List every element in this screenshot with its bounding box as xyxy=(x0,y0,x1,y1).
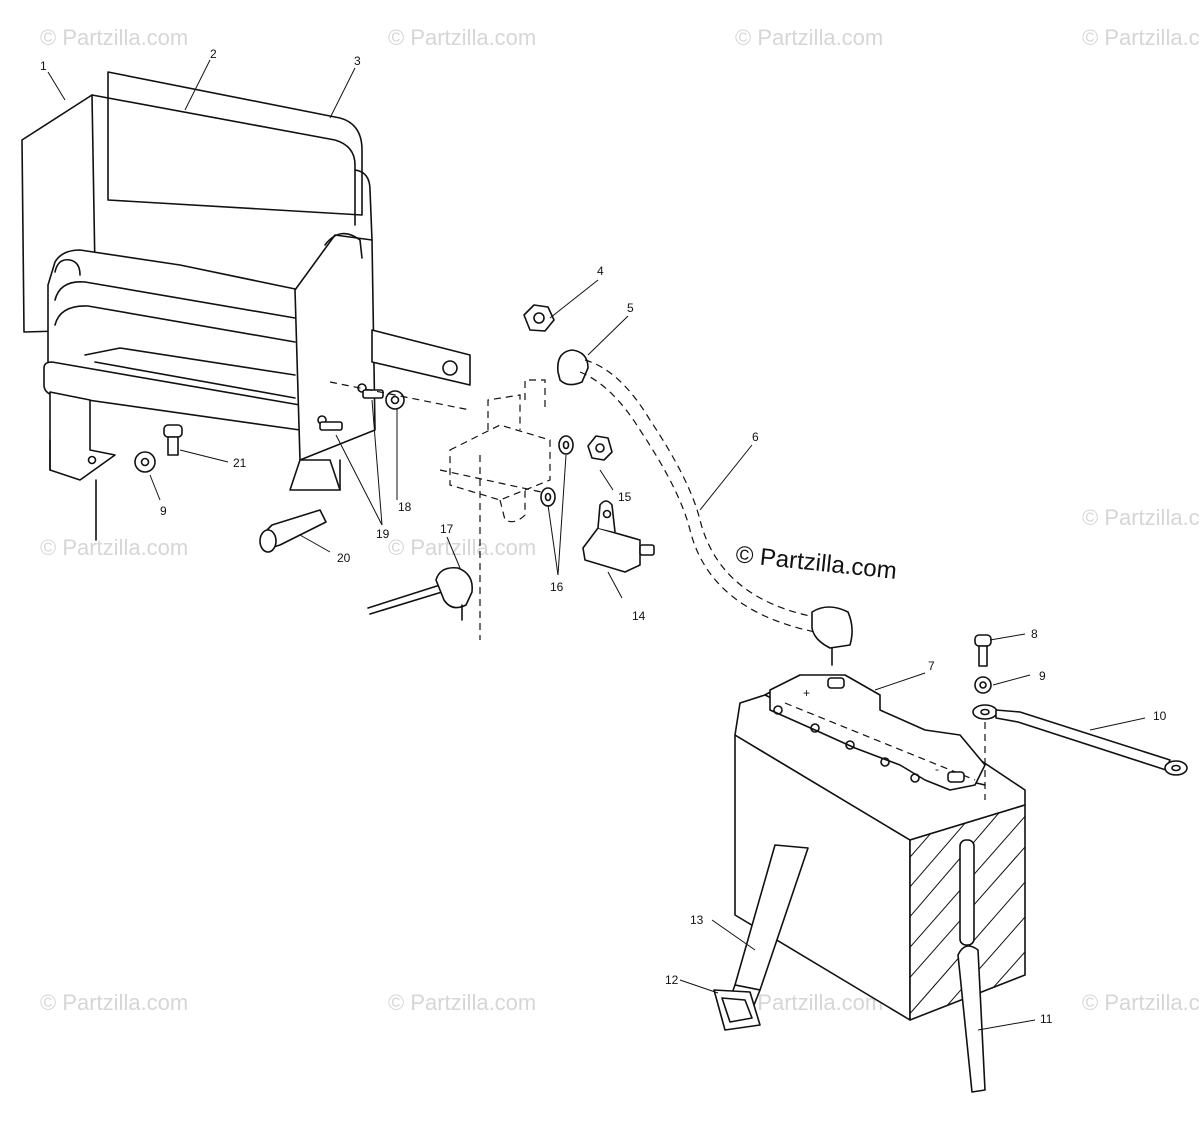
negative-sign: - xyxy=(935,762,939,776)
callout-21: 21 xyxy=(233,456,247,470)
buckle-12 xyxy=(713,989,761,1031)
bolt-21 xyxy=(163,424,183,456)
callout-15: 15 xyxy=(618,490,632,504)
watermark: © Partzilla.com xyxy=(40,535,188,560)
positive-sign: + xyxy=(803,686,810,700)
callout-17: 17 xyxy=(440,522,454,536)
callout-16: 16 xyxy=(550,580,564,594)
cell-caps xyxy=(773,705,920,783)
watermark: © Partzilla.com xyxy=(1082,25,1200,50)
watermark: © Partzilla.com xyxy=(1082,990,1200,1015)
watermark: © Partzilla.com xyxy=(1082,505,1200,530)
battery-holder xyxy=(21,71,471,541)
nut-15 xyxy=(587,435,613,461)
watermark: © Partzilla.com xyxy=(40,25,188,50)
callout-9-right: 9 xyxy=(1039,669,1046,683)
callout-6: 6 xyxy=(752,430,759,444)
callout-13: 13 xyxy=(690,913,704,927)
callout-11: 11 xyxy=(1040,1012,1053,1026)
watermark: © Partzilla.com xyxy=(40,990,188,1015)
terminal-14 xyxy=(582,500,655,573)
callout-12: 12 xyxy=(665,973,679,987)
callout-19: 19 xyxy=(376,527,390,541)
callout-20: 20 xyxy=(337,551,351,565)
callout-numbers: 1 2 3 4 5 6 7 8 9 10 11 12 13 14 15 16 1… xyxy=(40,47,1167,1026)
callout-14: 14 xyxy=(632,609,646,623)
watermark: © Partzilla.com xyxy=(388,25,536,50)
star-washer-18 xyxy=(385,390,405,410)
relay-mount-block xyxy=(329,379,556,640)
bolt-20 xyxy=(259,509,327,553)
nut-4 xyxy=(523,304,555,332)
watermark: © Partzilla.com xyxy=(735,990,883,1015)
main-watermark: © Partzilla.com xyxy=(734,541,898,585)
washers-16 xyxy=(540,435,574,507)
star-washer-9 xyxy=(134,451,156,473)
watermark: © Partzilla.com xyxy=(388,990,536,1015)
battery-7: + - xyxy=(734,674,1026,1093)
callout-2: 2 xyxy=(210,47,217,61)
callout-1: 1 xyxy=(40,59,47,73)
callout-10: 10 xyxy=(1153,709,1167,723)
watermark: © Partzilla.com xyxy=(388,535,536,560)
callout-3: 3 xyxy=(354,54,361,68)
bolt-8 xyxy=(974,634,992,667)
watermark: © Partzilla.com xyxy=(735,25,883,50)
washer-9 xyxy=(974,676,992,694)
background-watermarks: © Partzilla.com © Partzilla.com © Partzi… xyxy=(40,25,1200,1015)
cable-17 xyxy=(367,566,474,621)
callout-4: 4 xyxy=(597,264,604,278)
callout-5: 5 xyxy=(627,301,634,315)
callout-18: 18 xyxy=(398,500,412,514)
cable-10 xyxy=(972,704,1188,776)
leader-lines xyxy=(47,59,1146,1031)
callout-7: 7 xyxy=(928,659,935,673)
callout-8: 8 xyxy=(1031,627,1038,641)
callout-9-left: 9 xyxy=(160,504,167,518)
cable-6 xyxy=(556,349,853,666)
